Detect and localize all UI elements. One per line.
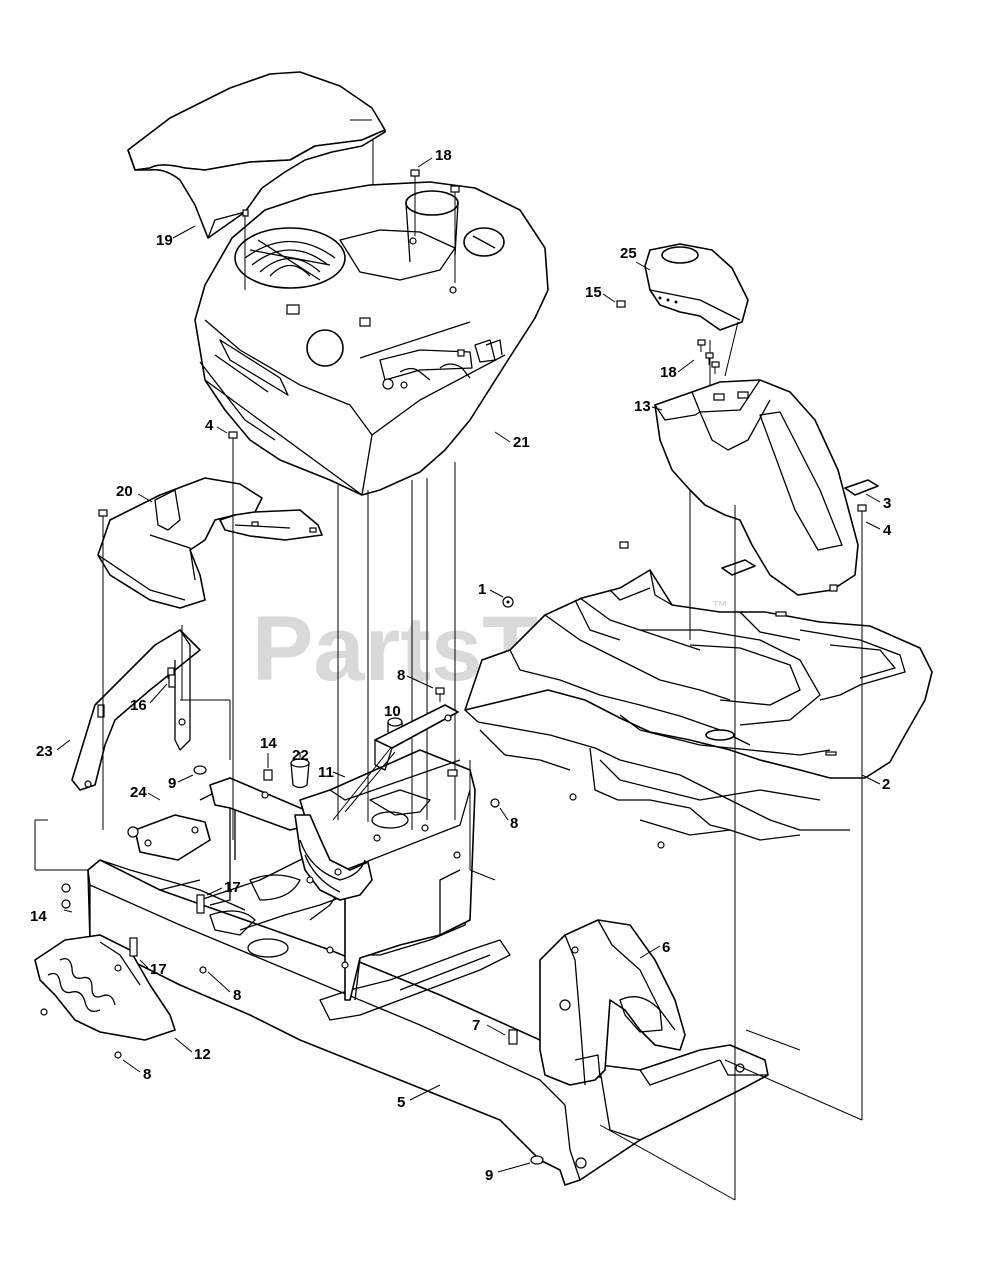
callout-14: 14 — [260, 735, 277, 752]
callout-13: 13 — [634, 398, 651, 415]
part-19-seat-cover[interactable] — [127, 71, 386, 239]
part-6-rear-bracket[interactable] — [539, 919, 686, 1086]
bolt-18-e — [711, 361, 720, 374]
callout-labels: 19 18 25 15 18 13 21 4 20 3 4 1 8 10 16 … — [30, 147, 892, 1184]
part-seat-bracket[interactable] — [294, 814, 373, 901]
part-2-fender-pan[interactable] — [464, 569, 933, 849]
callout-3: 3 — [883, 495, 891, 512]
callout-1: 1 — [478, 581, 486, 598]
callout-18: 18 — [660, 364, 677, 381]
callout-7: 7 — [472, 1017, 480, 1034]
nut-1 — [502, 596, 514, 608]
bolt-7 — [508, 1029, 518, 1045]
callout-4: 4 — [883, 522, 892, 539]
part-10-bracket[interactable] — [374, 704, 459, 749]
nut-8-cross — [447, 769, 458, 777]
callout-20: 20 — [116, 483, 133, 500]
bolt-16 — [168, 674, 176, 688]
callout-8: 8 — [233, 987, 241, 1004]
bolt-14-d — [261, 791, 269, 799]
callout-17: 17 — [150, 961, 167, 978]
callout-8: 8 — [510, 815, 518, 832]
nut-9-a — [193, 765, 207, 775]
callout-8: 8 — [143, 1066, 151, 1083]
bolt-18-c — [697, 339, 706, 352]
bumper-22 — [290, 758, 310, 789]
hardware — [40, 169, 867, 1165]
callout-5: 5 — [397, 1094, 405, 1111]
bolt-17-b — [129, 937, 138, 957]
callout-16: 16 — [130, 697, 147, 714]
callout-22: 22 — [292, 747, 309, 764]
part-12-side-plate[interactable] — [34, 934, 176, 1041]
part-13-steering-tower[interactable] — [654, 379, 859, 596]
callout-24: 24 — [130, 784, 147, 801]
bolt-4-d — [619, 541, 629, 549]
nut-9-b — [530, 1155, 544, 1165]
bolt-14-c — [61, 899, 71, 909]
part-21-hood-body[interactable] — [194, 181, 549, 496]
bolt-18-d — [705, 352, 714, 365]
callout-8: 8 — [397, 667, 405, 684]
callout-21: 21 — [513, 434, 530, 451]
callout-9: 9 — [485, 1167, 493, 1184]
callout-23: 23 — [36, 743, 53, 760]
callout-4: 4 — [205, 417, 214, 434]
bolt-4-b — [857, 504, 867, 520]
screw-15 — [616, 300, 626, 308]
callout-15: 15 — [585, 284, 602, 301]
leader-lines — [56, 157, 881, 1173]
callout-9: 9 — [168, 775, 176, 792]
bolt-8-a — [435, 687, 445, 702]
bolt-8-d — [114, 1051, 122, 1059]
bolt-18-a — [410, 169, 420, 186]
callout-18: 18 — [435, 147, 452, 164]
bolt-17-a — [196, 894, 205, 914]
nut-9-c — [127, 826, 139, 838]
callout-6: 6 — [662, 939, 670, 956]
callout-12: 12 — [194, 1046, 211, 1063]
callout-14: 14 — [30, 908, 47, 925]
callout-10: 10 — [384, 703, 401, 720]
part-5-frame[interactable] — [87, 777, 769, 1186]
reference-lines — [34, 119, 863, 1201]
bolt-4-a — [228, 431, 238, 445]
part-25-dash-cover[interactable] — [644, 243, 749, 331]
part-20-bracket[interactable] — [97, 477, 323, 609]
callout-19: 19 — [156, 232, 173, 249]
bolt-8-b — [490, 798, 500, 808]
bolt-8-e — [40, 1008, 48, 1016]
bolt-14-b — [61, 883, 71, 893]
part-23-bar-bracket[interactable] — [71, 629, 201, 791]
part-3-plug[interactable] — [721, 479, 879, 576]
bolt-8-c — [199, 966, 207, 974]
bolt-18-b — [450, 185, 460, 200]
callout-11: 11 — [318, 764, 334, 781]
bolt-14-a — [263, 769, 273, 781]
bolt-4-c — [98, 509, 108, 525]
callout-17: 17 — [224, 879, 241, 896]
callout-25: 25 — [620, 245, 637, 262]
callout-2: 2 — [882, 776, 890, 793]
